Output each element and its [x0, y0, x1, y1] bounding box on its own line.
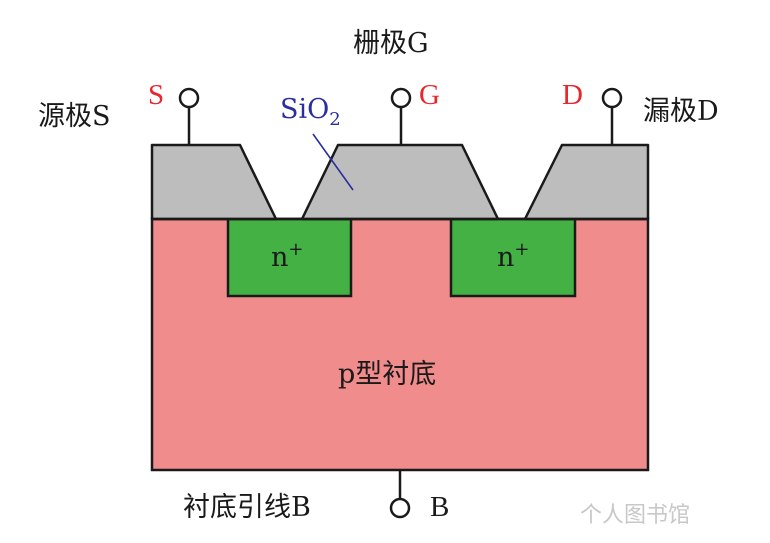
n-plus-label-drain: n+: [497, 239, 529, 273]
oxide-label-subscript: 2: [329, 109, 340, 130]
gate-electrode-oxide: [300, 143, 500, 221]
substrate-lead-label: 衬底引线B: [183, 492, 311, 523]
source-electrode-oxide: [150, 143, 278, 221]
body-terminal-letter: B: [430, 491, 449, 523]
drain-electrode-oxide: [523, 143, 650, 221]
source-title-label: 源极S: [38, 101, 111, 132]
n-plus-region-source: [226, 217, 353, 298]
gate-title-label: 栅极G: [353, 28, 429, 59]
source-terminal-letter: S: [148, 79, 164, 111]
n-plus-label-source: n+: [271, 239, 303, 273]
drain-title-label: 漏极D: [643, 96, 719, 127]
gate-terminal-letter: G: [419, 79, 440, 111]
source-terminal: [178, 87, 200, 145]
n-plus-label-drain-main: n: [497, 242, 514, 273]
n-plus-label-source-sup: +: [288, 239, 303, 260]
substrate-region-label: p型衬底: [338, 359, 436, 390]
n-plus-label-drain-sup: +: [514, 239, 529, 260]
oxide-pointer-line: [312, 133, 354, 191]
oxide-label-main: SiO: [280, 94, 329, 125]
watermark-text: 个人图书馆: [580, 503, 690, 528]
drain-terminal-letter: D: [562, 79, 583, 111]
gate-terminal: [390, 87, 412, 145]
drain-terminal: [601, 87, 623, 145]
body-terminal: [389, 470, 411, 519]
n-plus-label-source-main: n: [271, 242, 288, 273]
oxide-label: SiO2: [280, 94, 341, 130]
